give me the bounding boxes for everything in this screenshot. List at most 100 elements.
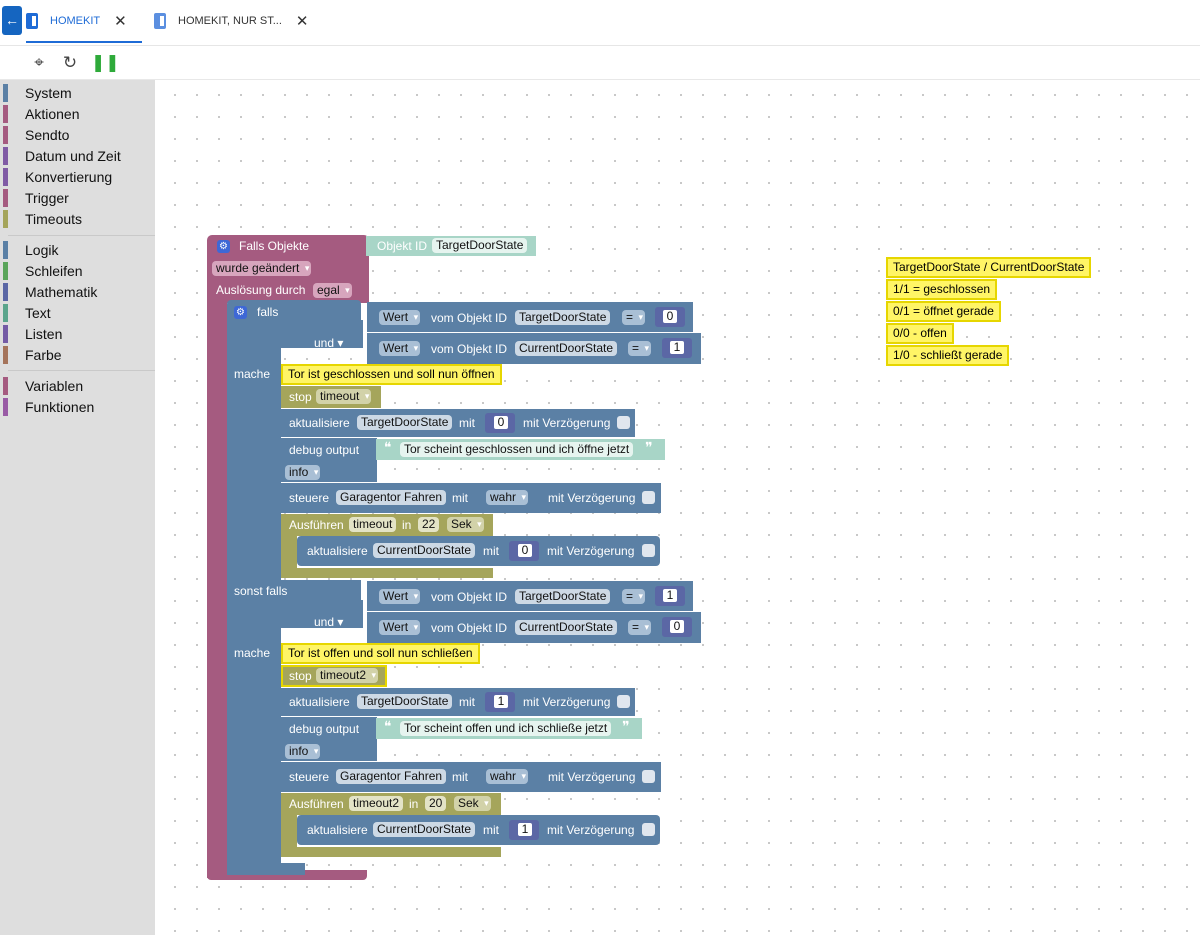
object-field[interactable]: CurrentDoorState xyxy=(373,822,476,837)
delay-checkbox[interactable] xyxy=(642,491,655,504)
unit-dropdown[interactable]: Sek xyxy=(454,796,491,811)
close-icon[interactable]: ✕ xyxy=(295,13,309,30)
and-dropdown-label[interactable]: und ▾ xyxy=(314,336,344,350)
comment-block[interactable]: Tor ist geschlossen und soll nun öffnen xyxy=(281,364,502,385)
control-label: steuere xyxy=(289,770,330,784)
operator-dropdown[interactable]: = xyxy=(628,341,652,356)
object-field[interactable]: TargetDoorState xyxy=(515,589,611,604)
number-field[interactable]: 0 xyxy=(669,619,685,634)
update-block[interactable] xyxy=(297,536,660,566)
legend-comment[interactable]: 0/0 - offen xyxy=(886,323,954,344)
object-field[interactable]: CurrentDoorState xyxy=(373,543,476,558)
comment-block[interactable]: Tor ist offen und soll nun schließen xyxy=(281,643,480,664)
delay-checkbox[interactable] xyxy=(642,823,655,836)
and-block[interactable] xyxy=(305,320,363,348)
update-block[interactable] xyxy=(281,409,635,437)
sidebar-item-label: Variablen xyxy=(25,378,84,394)
back-arrow-icon[interactable]: ← xyxy=(2,6,22,35)
in-label: in xyxy=(409,797,419,811)
object-id-value[interactable]: TargetDoorState xyxy=(432,238,528,253)
sidebar-item-mathematik[interactable]: Mathematik xyxy=(0,282,155,302)
value-dropdown[interactable]: Wert xyxy=(379,589,421,604)
delay-checkbox[interactable] xyxy=(617,695,630,708)
timeout-dropdown[interactable]: timeout xyxy=(316,389,372,404)
update-block[interactable] xyxy=(281,688,635,716)
pause-icon[interactable]: ❚❚ xyxy=(91,53,120,72)
sidebar-item-label: Mathematik xyxy=(25,284,98,300)
number-field[interactable]: 1 xyxy=(662,588,678,603)
legend-comment[interactable]: TargetDoorState / CurrentDoorState xyxy=(886,257,1092,278)
sidebar-item-datum-und-zeit[interactable]: Datum und Zeit xyxy=(0,146,155,166)
number-field[interactable]: 0 xyxy=(662,309,678,324)
sidebar-item-funktionen[interactable]: Funktionen xyxy=(0,397,155,417)
object-field[interactable]: TargetDoorState xyxy=(357,415,453,430)
trigger-changed-dropdown[interactable]: wurde geändert xyxy=(212,261,312,276)
boolean-dropdown[interactable]: wahr xyxy=(486,769,529,784)
value-dropdown[interactable]: Wert xyxy=(379,341,421,356)
timeout-name-field[interactable]: timeout xyxy=(349,517,397,532)
unit-dropdown[interactable]: Sek xyxy=(447,517,484,532)
from-object-label: vom Objekt ID xyxy=(431,311,508,325)
number-field[interactable]: 1 xyxy=(669,340,685,355)
legend-comment[interactable]: 1/0 - schließt gerade xyxy=(886,345,1010,366)
value-dropdown[interactable]: Wert xyxy=(379,310,421,325)
timeout-name-field[interactable]: timeout2 xyxy=(349,796,404,811)
delay-field[interactable]: 20 xyxy=(425,796,447,811)
set-timeout-spine xyxy=(281,536,297,570)
boolean-dropdown[interactable]: wahr xyxy=(486,490,529,505)
operator-dropdown[interactable]: = xyxy=(628,620,652,635)
log-level-dropdown[interactable]: info xyxy=(285,465,321,480)
gear-icon[interactable]: ⚙ xyxy=(234,306,247,319)
sidebar-item-sendto[interactable]: Sendto xyxy=(0,125,155,145)
object-field[interactable]: TargetDoorState xyxy=(357,694,453,709)
legend-comment[interactable]: 0/1 = öffnet gerade xyxy=(886,301,1001,322)
do-label: mache xyxy=(234,646,271,660)
reload-icon[interactable]: ↻ xyxy=(62,53,78,72)
update-block[interactable] xyxy=(297,815,660,845)
text-field[interactable]: Tor scheint offen und ich schließe jetzt xyxy=(400,721,612,736)
sidebar-item-schleifen[interactable]: Schleifen xyxy=(0,261,155,281)
timeout-dropdown[interactable]: timeout2 xyxy=(316,668,379,683)
object-field[interactable]: Garagentor Fahren xyxy=(336,769,447,784)
and-block[interactable] xyxy=(305,600,363,628)
sidebar-item-system[interactable]: System xyxy=(0,83,155,103)
operator-dropdown[interactable]: = xyxy=(622,310,646,325)
number-field[interactable]: 0 xyxy=(493,415,509,430)
blockly-workspace[interactable]: ⚙ Falls Objekte wurde geändert Auslösung… xyxy=(155,80,1200,935)
sidebar-item-aktionen[interactable]: Aktionen xyxy=(0,104,155,124)
update-label: aktualisiere xyxy=(289,416,350,430)
close-icon[interactable]: ✕ xyxy=(114,12,127,30)
object-field[interactable]: TargetDoorState xyxy=(515,310,611,325)
object-field[interactable]: CurrentDoorState xyxy=(515,620,618,635)
sidebar-item-variablen[interactable]: Variablen xyxy=(0,376,155,396)
legend-comment[interactable]: 1/1 = geschlossen xyxy=(886,279,998,300)
number-field[interactable]: 1 xyxy=(517,822,533,837)
object-field[interactable]: Garagentor Fahren xyxy=(336,490,447,505)
trigger-by-dropdown[interactable]: egal xyxy=(313,283,352,298)
delay-checkbox[interactable] xyxy=(617,416,630,429)
log-level-dropdown[interactable]: info xyxy=(285,744,321,759)
text-field[interactable]: Tor scheint geschlossen und ich öffne je… xyxy=(400,442,634,457)
number-field[interactable]: 0 xyxy=(517,543,533,558)
number-field[interactable]: 1 xyxy=(493,694,509,709)
crosshair-icon[interactable]: ⌖ xyxy=(34,53,44,72)
sidebar-item-farbe[interactable]: Farbe xyxy=(0,345,155,365)
delay-checkbox[interactable] xyxy=(642,770,655,783)
sidebar-item-trigger[interactable]: Trigger xyxy=(0,188,155,208)
sidebar-item-timeouts[interactable]: Timeouts xyxy=(0,209,155,229)
and-dropdown-label[interactable]: und ▾ xyxy=(314,615,344,629)
value-dropdown[interactable]: Wert xyxy=(379,620,421,635)
sidebar-item-logik[interactable]: Logik xyxy=(0,240,155,260)
sidebar-item-listen[interactable]: Listen xyxy=(0,324,155,344)
object-field[interactable]: CurrentDoorState xyxy=(515,341,618,356)
tab-homekit[interactable]: HOMEKIT ✕ xyxy=(26,0,142,43)
gear-icon[interactable]: ⚙ xyxy=(217,240,230,253)
sidebar-item-konvertierung[interactable]: Konvertierung xyxy=(0,167,155,187)
object-id-label: Objekt ID xyxy=(377,239,428,253)
tab-homekit-nur-st[interactable]: HOMEKIT, NUR ST... ✕ xyxy=(154,0,308,42)
delay-field[interactable]: 22 xyxy=(418,517,440,532)
with-label: mit xyxy=(452,491,468,505)
operator-dropdown[interactable]: = xyxy=(622,589,646,604)
delay-checkbox[interactable] xyxy=(642,544,655,557)
sidebar-item-text[interactable]: Text xyxy=(0,303,155,323)
